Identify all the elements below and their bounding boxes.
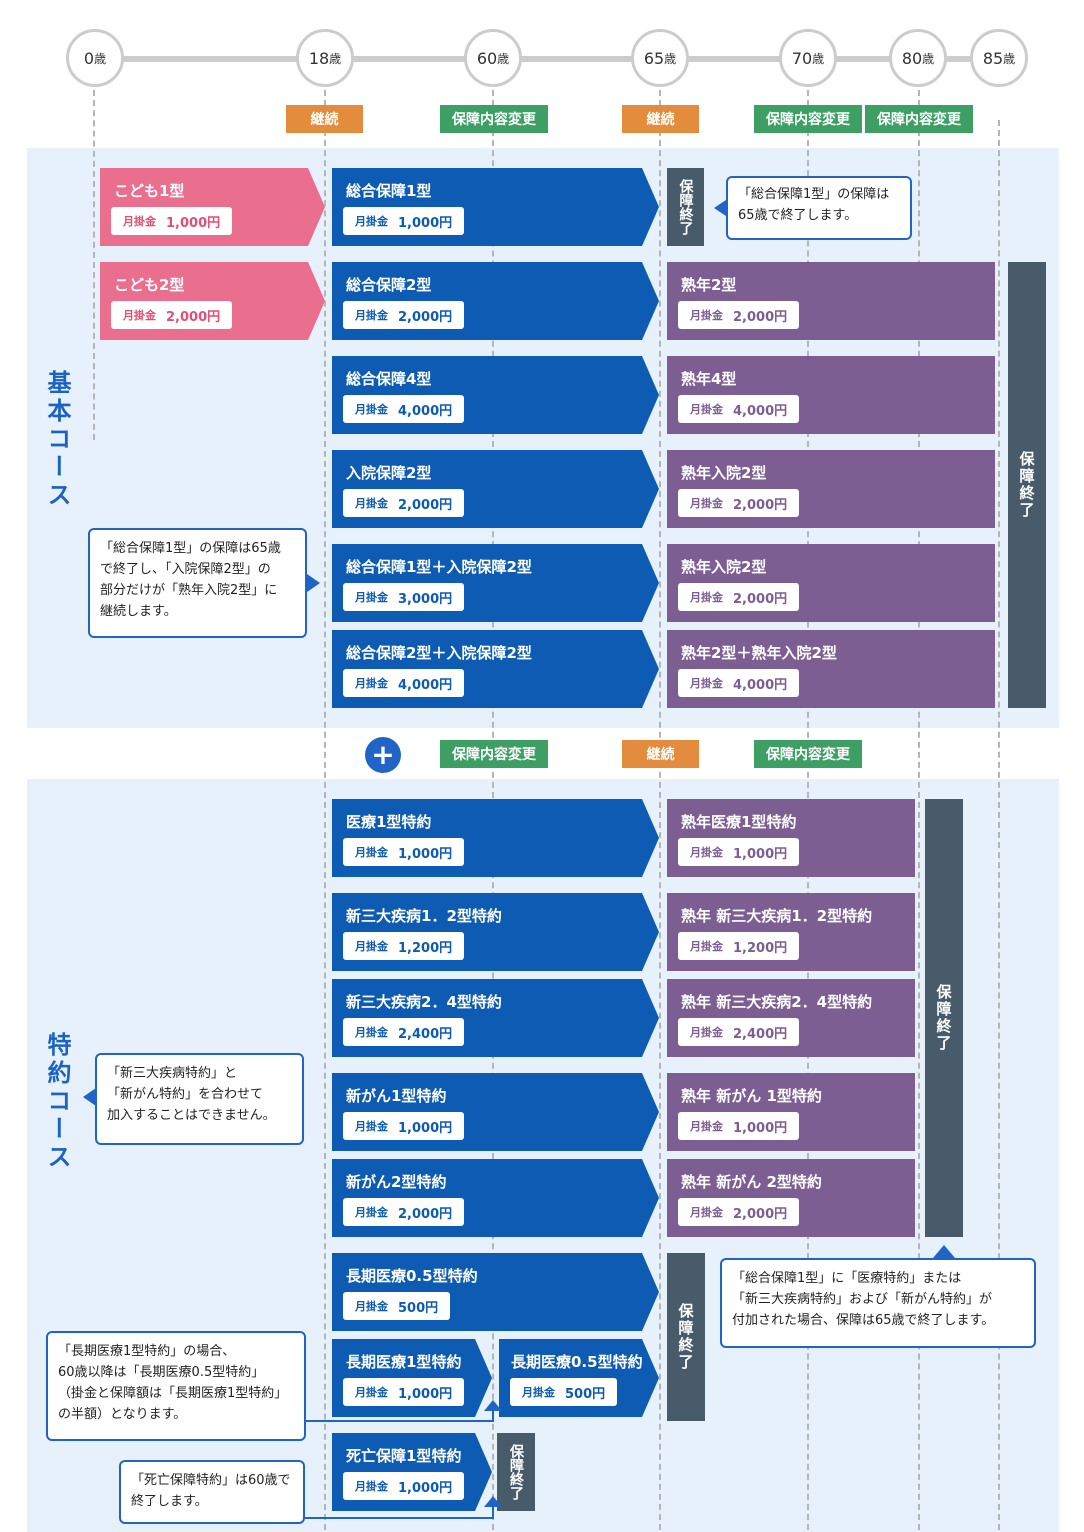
connector-line xyxy=(492,1506,494,1518)
guide-line-85 xyxy=(998,120,1000,1530)
note-pointer xyxy=(307,574,320,592)
tag-continue-65-special: 継続 xyxy=(622,740,699,768)
tag-continue-65: 継続 xyxy=(622,105,699,133)
tag-change-70-special: 保障内容変更 xyxy=(754,740,862,768)
end-label-basic-85: 保障終了 xyxy=(1008,262,1046,708)
basic-course-title: 基本コース xyxy=(43,370,71,510)
guide-line-18 xyxy=(324,90,326,1530)
connector-line xyxy=(305,1517,494,1519)
note-combo-end-65: 「総合保障1型」に「医療特約」または 「新三大疾病特約」および「新がん特約」が … xyxy=(720,1258,1036,1348)
note-chouki-change: 「長期医療1型特約」の場合、 60歳以降は「長期医療0.5型特約」 （掛金と保障… xyxy=(46,1331,306,1441)
note-pointer xyxy=(933,1245,955,1258)
connector-line xyxy=(492,1410,494,1421)
connector-arrow xyxy=(484,1496,502,1507)
tag-change-60: 保障内容変更 xyxy=(440,105,548,133)
end-label-special-80: 保障終了 xyxy=(925,799,963,1237)
special-course-title: 特約コース xyxy=(43,1032,71,1172)
end-label-chouki-65: 保障終了 xyxy=(667,1253,705,1421)
note-sougou1-end: 「総合保障1型」の保障は 65歳で終了します。 xyxy=(726,176,912,240)
tag-change-60-special: 保障内容変更 xyxy=(440,740,548,768)
guide-line-0 xyxy=(93,90,95,440)
connector-arrow xyxy=(484,1400,502,1411)
end-label-sougou1: 保障終了 xyxy=(667,168,704,246)
note-pointer xyxy=(714,200,726,216)
plus-icon: + xyxy=(365,737,401,773)
timeline-bar xyxy=(94,56,1014,62)
note-cancer-exclusive: 「新三大疾病特約」と 「新がん特約」を合わせて 加入することはできません。 xyxy=(95,1053,304,1145)
tag-change-70: 保障内容変更 xyxy=(754,105,862,133)
connector-line xyxy=(306,1420,494,1422)
end-label-shibou-60: 保障終了 xyxy=(497,1433,535,1511)
note-sougou1-nyuin-continue: 「総合保障1型」の保障は65歳 で終了し、「入院保障2型」の 部分だけが「熟年入… xyxy=(88,528,307,638)
note-pointer xyxy=(83,1088,96,1106)
guide-line-65 xyxy=(659,90,661,1530)
guide-line-80 xyxy=(918,90,920,1530)
note-shibou-end: 「死亡保障特約」は60歳で 終了します。 xyxy=(119,1460,305,1524)
tag-continue-18: 継続 xyxy=(286,105,363,133)
tag-change-80: 保障内容変更 xyxy=(865,105,973,133)
